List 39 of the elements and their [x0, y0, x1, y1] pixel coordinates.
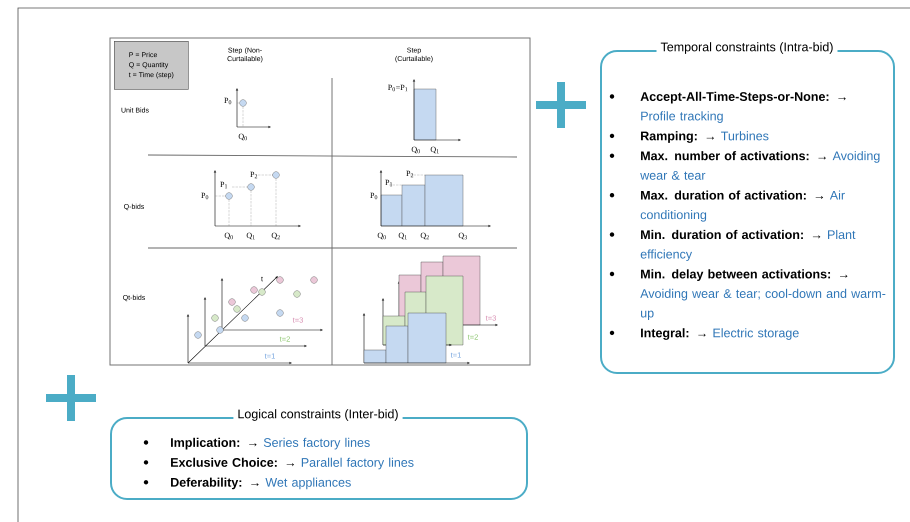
axis-label: P$_{2}$	[406, 170, 414, 178]
axis-label: Q$_{1}$	[246, 232, 255, 240]
axis-label: Q$_{0}$	[224, 232, 233, 240]
axis-label: Q$_{3}$	[458, 232, 467, 240]
axis-label: Q$_{0}$	[238, 134, 247, 140]
node-label: Max. duration of activation: →	[641, 190, 824, 200]
list-item: Exclusive Choice: → Parallel factory lines	[144, 458, 414, 470]
axis-label: Q$_{1}$	[398, 232, 407, 240]
node-label: Air	[830, 190, 845, 200]
node-label: wear & tear	[640, 171, 706, 180]
node-label: Min. duration of activation: →	[641, 230, 820, 240]
axis-label: Q$_{1}$	[430, 146, 439, 154]
axis-label: Q$_{2}$	[272, 232, 280, 240]
panel-heading: Logical constraints (Inter-bid)	[233, 405, 403, 425]
list-item: Accept-All-Time-Steps-or-None: → Profile tracking	[610, 92, 846, 123]
list-item: Implication: → Series factory lines	[144, 438, 370, 450]
list-item: Min. delay between activations: → Avoiding wear & tear; cool-down and warm-up	[610, 269, 886, 320]
list-item: Max. duration of activation: → Air conditioning	[610, 190, 845, 222]
axis-label: Q$_{2}$	[420, 232, 429, 240]
list-item: Max. number of activations: → Avoiding wear & tear	[610, 151, 880, 180]
axis-label: P$_{0}$	[224, 98, 232, 104]
axis-label: Q$_{0}$	[378, 232, 386, 240]
axis-label: P$_{1}$	[385, 180, 392, 186]
panel-heading: Temporal constraints (Intra-bid)	[656, 38, 838, 58]
list-item: Deferability: → Wet appliances	[144, 478, 351, 490]
node-label: Max. number of activations: →	[641, 151, 826, 160]
list-item: Min. duration of activation: → Plant efficiency	[610, 230, 856, 262]
axis-label: P$_{2}$	[250, 172, 258, 178]
axis-label: P$_{0}$	[201, 192, 208, 200]
axis-label: P$_{1}$	[220, 182, 228, 188]
axis-label: Q$_{0}$	[412, 146, 420, 154]
list-item: Ramping: → Turbines	[610, 131, 768, 143]
node-label: Avoiding	[832, 151, 880, 163]
node-label: efficiency	[640, 249, 692, 262]
axis-label: P$_{0}$	[370, 192, 378, 200]
node-label: conditioning	[640, 210, 706, 222]
axis-label: P$_{0}$=P$_{1}$	[388, 84, 408, 92]
node-label: Plant	[828, 230, 856, 240]
list-item: Integral: → Electric storage	[610, 328, 799, 340]
